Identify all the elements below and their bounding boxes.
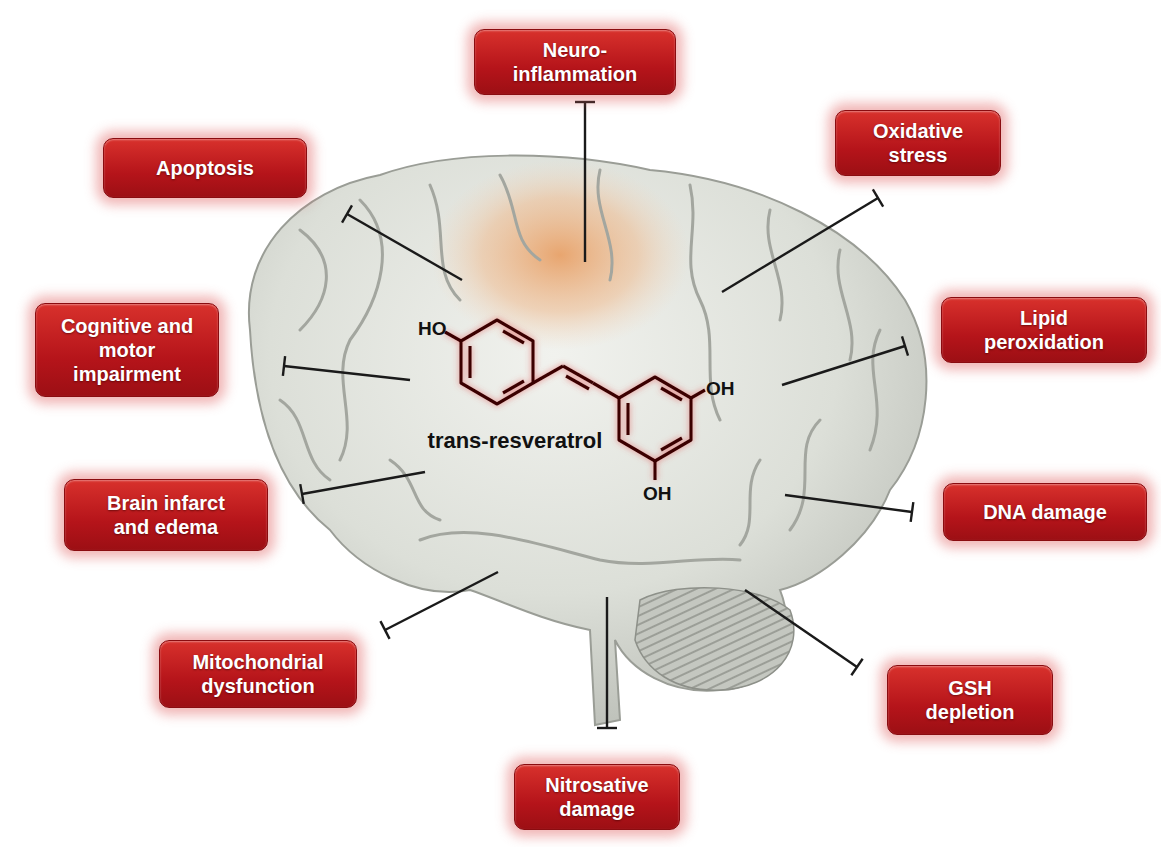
hydroxyl-group: OH xyxy=(706,378,735,400)
effect-label: GSH depletion xyxy=(910,676,1030,724)
effect-box: Brain infarct and edema xyxy=(64,479,268,551)
effect-box: Oxidative stress xyxy=(835,110,1001,176)
inhibition-line xyxy=(342,205,462,280)
hydroxyl-group: HO xyxy=(418,318,447,340)
inhibition-line xyxy=(782,336,908,385)
effect-box: DNA damage xyxy=(943,483,1147,541)
hydroxyl-group: OH xyxy=(643,483,672,505)
inhibition-line xyxy=(597,597,617,728)
inhibition-line xyxy=(722,189,883,292)
effect-box: Neuro- inflammation xyxy=(474,29,676,95)
effect-box: Cognitive and motor impairment xyxy=(35,303,219,397)
inhibition-line xyxy=(380,572,498,639)
effect-label: DNA damage xyxy=(983,500,1107,524)
inhibition-line xyxy=(745,590,863,675)
effect-label: Neuro- inflammation xyxy=(500,38,650,86)
effect-label: Lipid peroxidation xyxy=(979,306,1109,354)
compound-name: trans-resveratrol xyxy=(428,428,603,454)
effect-label: Cognitive and motor impairment xyxy=(52,314,202,386)
effect-box: Mitochondrial dysfunction xyxy=(159,640,357,708)
inhibition-line xyxy=(575,102,595,262)
effect-label: Brain infarct and edema xyxy=(91,491,241,539)
effect-box: Lipid peroxidation xyxy=(941,297,1147,363)
effect-label: Mitochondrial dysfunction xyxy=(173,650,343,698)
effect-box: GSH depletion xyxy=(887,665,1053,735)
inhibition-line xyxy=(785,495,913,522)
effect-box: Apoptosis xyxy=(103,138,307,198)
effect-box: Nitrosative damage xyxy=(514,764,680,830)
effect-label: Apoptosis xyxy=(156,156,254,180)
effect-label: Oxidative stress xyxy=(858,119,978,167)
effect-label: Nitrosative damage xyxy=(532,773,662,821)
inhibition-line xyxy=(300,472,425,504)
inhibition-line xyxy=(283,356,410,380)
